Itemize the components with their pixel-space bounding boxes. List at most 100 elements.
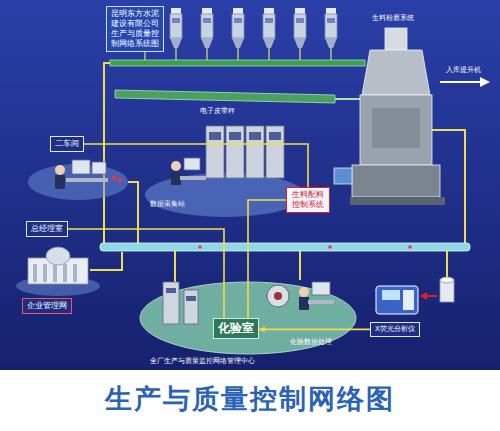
vertical-mill-part xyxy=(480,77,490,87)
vertical-mill-part xyxy=(432,130,465,247)
workshop-terminal-part xyxy=(72,160,90,174)
network-bus-part xyxy=(198,245,202,249)
workshop-terminal-part xyxy=(55,175,65,189)
control-room-part xyxy=(226,126,244,178)
silo-sensors-part xyxy=(325,8,337,60)
control-room-part xyxy=(246,126,264,178)
control-room-part xyxy=(209,132,221,140)
data-link xyxy=(68,229,224,318)
office-building-part xyxy=(90,252,122,270)
conveyor xyxy=(104,60,365,247)
office-building-part xyxy=(43,264,47,282)
office-building xyxy=(16,247,122,296)
laboratory-part xyxy=(184,290,198,324)
lab-box: 化验室 xyxy=(213,318,259,339)
laboratory-part xyxy=(312,282,330,295)
silo-sensors-part xyxy=(263,8,275,60)
control-room xyxy=(145,126,305,217)
conveyor-part xyxy=(115,90,335,103)
node-text: 昆明东方水泥建设有限公司生产与质量控制网络系统图 xyxy=(111,9,159,49)
node-text: 企业管理网 xyxy=(27,301,67,311)
laboratory-part xyxy=(274,292,282,300)
network-bus-part xyxy=(328,245,332,249)
silo-sensors-part xyxy=(170,8,182,60)
control-room-part xyxy=(184,158,200,170)
laboratory-part xyxy=(308,300,334,304)
conveyor-part xyxy=(110,60,365,66)
laboratory-part xyxy=(174,251,176,282)
workshop-terminal-part xyxy=(92,162,106,174)
vertical-mill-part xyxy=(362,50,430,95)
node-text: 化验室 xyxy=(218,321,254,336)
vertical-mill-part xyxy=(360,95,432,165)
text-label: 生料粉磨系统 xyxy=(372,14,414,22)
office-building-part xyxy=(53,264,57,282)
workshop-terminal-part xyxy=(128,182,138,247)
workshop-terminal-part xyxy=(66,178,108,182)
silo-sensors-part xyxy=(201,8,213,60)
control-room-part xyxy=(180,176,206,180)
laboratory-part xyxy=(267,285,289,307)
office-building-part xyxy=(73,264,77,282)
control-room-part xyxy=(266,126,284,178)
control-room-part xyxy=(145,173,305,217)
xrf-analyzer-part xyxy=(420,292,427,300)
control-room-part xyxy=(206,126,224,178)
laboratory-part xyxy=(299,251,301,280)
workshop-box: 二车间 xyxy=(50,136,84,152)
xrf-analyzer-part xyxy=(426,295,437,297)
node-text: 总经理室 xyxy=(31,224,63,234)
conveyor-part xyxy=(104,63,110,247)
data-link xyxy=(248,200,286,318)
control-system-box: 生料配料控制系统 xyxy=(286,187,330,213)
xrf-analyzer-part xyxy=(382,290,400,300)
network-bus-part xyxy=(100,243,470,251)
xrf-analyzer-part xyxy=(446,251,448,278)
silo-sensors-part xyxy=(232,8,244,60)
workshop-terminal-part xyxy=(55,165,65,175)
text-label: 数据采集站 xyxy=(150,200,185,208)
control-room-part xyxy=(171,161,181,171)
node-text: X荧光分析仪 xyxy=(375,325,415,334)
vertical-mill-part xyxy=(372,108,420,148)
background-part xyxy=(0,0,500,370)
workshop-terminal-part xyxy=(118,178,122,182)
network-bus xyxy=(100,243,470,251)
control-room-part xyxy=(229,132,241,140)
text-label: 全厂生产与质量监控网络管理中心 xyxy=(150,357,255,365)
xrf-analyzer xyxy=(376,251,454,314)
workshop-terminal-part xyxy=(112,176,116,180)
figure-caption: 生产与质量控制网络图 xyxy=(0,381,500,416)
text-label: 电子皮带秤 xyxy=(200,107,235,115)
laboratory-part xyxy=(299,297,309,310)
office-building-part xyxy=(63,264,67,282)
vertical-mill-part xyxy=(440,81,480,83)
office-building-part xyxy=(46,247,70,265)
vertical-mill-part xyxy=(350,197,445,205)
data-link xyxy=(259,329,370,331)
conveyor-part xyxy=(335,98,360,100)
office-box: 总经理室 xyxy=(26,221,68,237)
silo-sensors xyxy=(139,8,337,60)
laboratory-part xyxy=(163,282,179,324)
silo-sensors-part xyxy=(294,8,306,60)
node-text: 二车间 xyxy=(55,139,79,149)
control-room-part xyxy=(269,132,281,140)
node-text: 生料配料控制系统 xyxy=(291,190,325,210)
xrf-analyzer-part xyxy=(403,290,414,310)
xrf-analyzer-part xyxy=(376,286,418,314)
laboratory-part xyxy=(299,287,309,297)
laboratory-part xyxy=(186,296,196,301)
vertical-mill-part xyxy=(334,168,352,184)
laboratory-part xyxy=(166,288,176,293)
vertical-mill-part xyxy=(352,165,440,197)
analyzer-box: X荧光分析仪 xyxy=(370,322,420,337)
office-building-part xyxy=(33,264,37,282)
data-link xyxy=(84,144,308,187)
vertical-mill-part xyxy=(385,28,407,50)
